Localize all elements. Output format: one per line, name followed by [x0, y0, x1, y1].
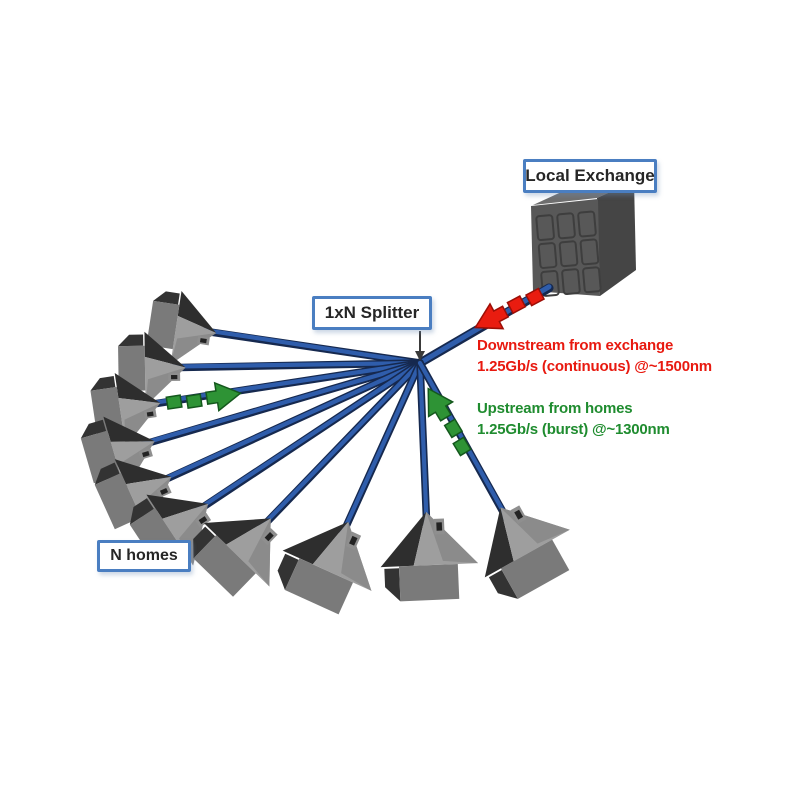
upstream-arrow-left-icon [165, 381, 242, 412]
house-icon [268, 502, 394, 623]
n-homes-label-text: N homes [110, 547, 178, 564]
splitter-pointer-arrow [415, 331, 425, 361]
upstream-annotation-line2: 1.25Gb/s (burst) @~1300nm [477, 421, 670, 438]
upstream-arrow-head [427, 387, 455, 422]
fiber-line [173, 360, 423, 526]
house-icon [458, 483, 587, 608]
local-exchange-cube-icon [531, 181, 636, 297]
upstream-arrow-right-icon [427, 387, 472, 457]
downstream-arrow-band [506, 295, 527, 315]
downstream-annotation-line1: Downstream from exchange [477, 337, 674, 354]
downstream-arrow-band [525, 287, 546, 307]
upstream-arrow-band [165, 394, 183, 410]
cube-side-face [597, 181, 636, 296]
fiber-line [180, 324, 423, 366]
splitter-label-text: 1xN Splitter [324, 303, 420, 322]
downstream-arrow-head [474, 302, 510, 330]
fiber-line [149, 360, 423, 369]
downstream-arrow-icon [474, 287, 546, 330]
downstream-annotation: Downstream from exchange 1.25Gb/s (conti… [477, 335, 712, 377]
upstream-annotation: Upstream from homes 1.25Gb/s (burst) @~1… [477, 398, 670, 440]
cube-grid [535, 210, 602, 297]
n-homes-label: N homes [97, 540, 191, 572]
splitter-label: 1xN Splitter [312, 296, 432, 330]
house-icon [378, 509, 480, 603]
upstream-annotation-line1: Upstream from homes [477, 400, 633, 417]
local-exchange-label: Local Exchange [523, 159, 657, 193]
fiber-line [239, 360, 423, 549]
upstream-arrow-band [185, 393, 203, 409]
upstream-arrow-band [443, 418, 464, 439]
upstream-arrow-band [452, 436, 472, 457]
fiber-line [135, 360, 423, 493]
local-exchange-label-text: Local Exchange [525, 166, 655, 185]
fiber-lines [117, 283, 554, 566]
downstream-annotation-line2: 1.25Gb/s (continuous) @~1500nm [477, 358, 712, 375]
fiber-line [118, 360, 423, 452]
upstream-arrow-head [205, 381, 242, 412]
